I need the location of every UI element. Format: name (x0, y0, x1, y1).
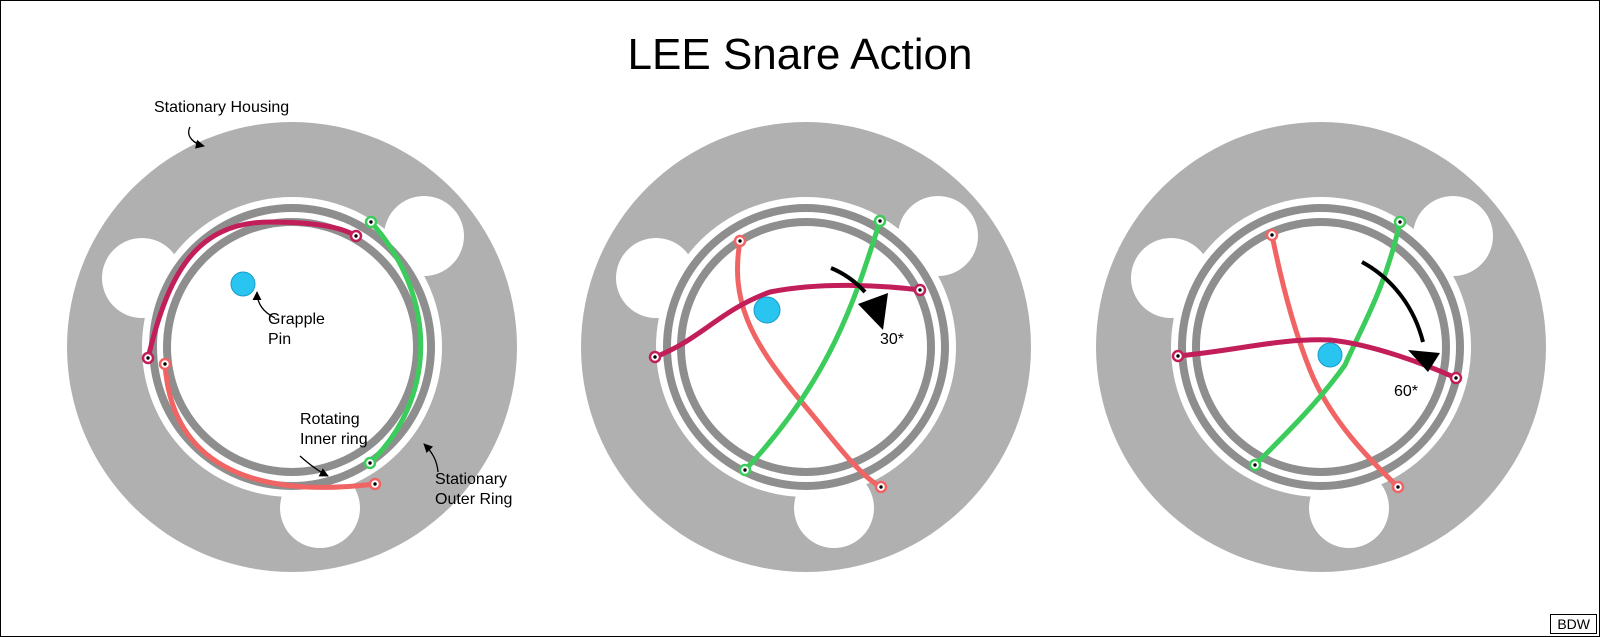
label-stationary-outer-ring: Stationary Outer Ring (435, 470, 512, 510)
snare-wire-light (162, 361, 378, 490)
label-grapple-pin: Grapple Pin (268, 310, 325, 350)
label-rotating-inner-ring: Rotating Inner ring (300, 410, 368, 450)
label-rotating-inner-ring-line-2: Inner ring (300, 431, 368, 448)
label-rotating-inner-ring-line-1: Rotating (300, 411, 360, 428)
label-stationary-outer-ring-line-2: Outer Ring (435, 491, 513, 508)
label-grapple-pin-line-1: Grapple (268, 311, 325, 328)
grapple-pin (753, 296, 781, 324)
housing-leader-arrow (188, 126, 205, 149)
label-grapple-pin-line-2: Pin (268, 331, 292, 348)
diagram-title: LEE Snare Action (627, 30, 973, 79)
panel-2 (581, 122, 1031, 572)
snare-wire-green (742, 218, 883, 473)
outer-ring-leader-arrow (423, 443, 439, 473)
snare-wire-dark (1175, 337, 1459, 381)
snare-wire-light (735, 238, 884, 490)
snare-wire-dark (652, 282, 923, 360)
pin-leader-arrow (252, 291, 276, 319)
rotation-arrow-head (1408, 350, 1440, 372)
rotation-arrow-head (858, 293, 888, 330)
snare-wire-green (367, 219, 424, 466)
panel-1 (67, 122, 517, 572)
rotation-label-panel-2: 30* (880, 331, 905, 348)
snare-wire-dark (145, 219, 359, 361)
label-stationary-housing: Stationary Housing (154, 99, 290, 116)
rotation-arrow-shaft (830, 266, 867, 294)
snare-wire-light (1269, 232, 1401, 490)
signature-box: BDW (1550, 614, 1597, 634)
grapple-pin (1317, 342, 1343, 368)
panel-3 (1096, 122, 1546, 572)
label-stationary-outer-ring-line-1: Stationary (435, 471, 508, 488)
inner-ring-leader-arrow (299, 455, 329, 477)
rotation-label-panel-3: 60* (1394, 383, 1419, 400)
rotation-arrow-shaft (1361, 260, 1425, 343)
grapple-pin (230, 271, 256, 297)
